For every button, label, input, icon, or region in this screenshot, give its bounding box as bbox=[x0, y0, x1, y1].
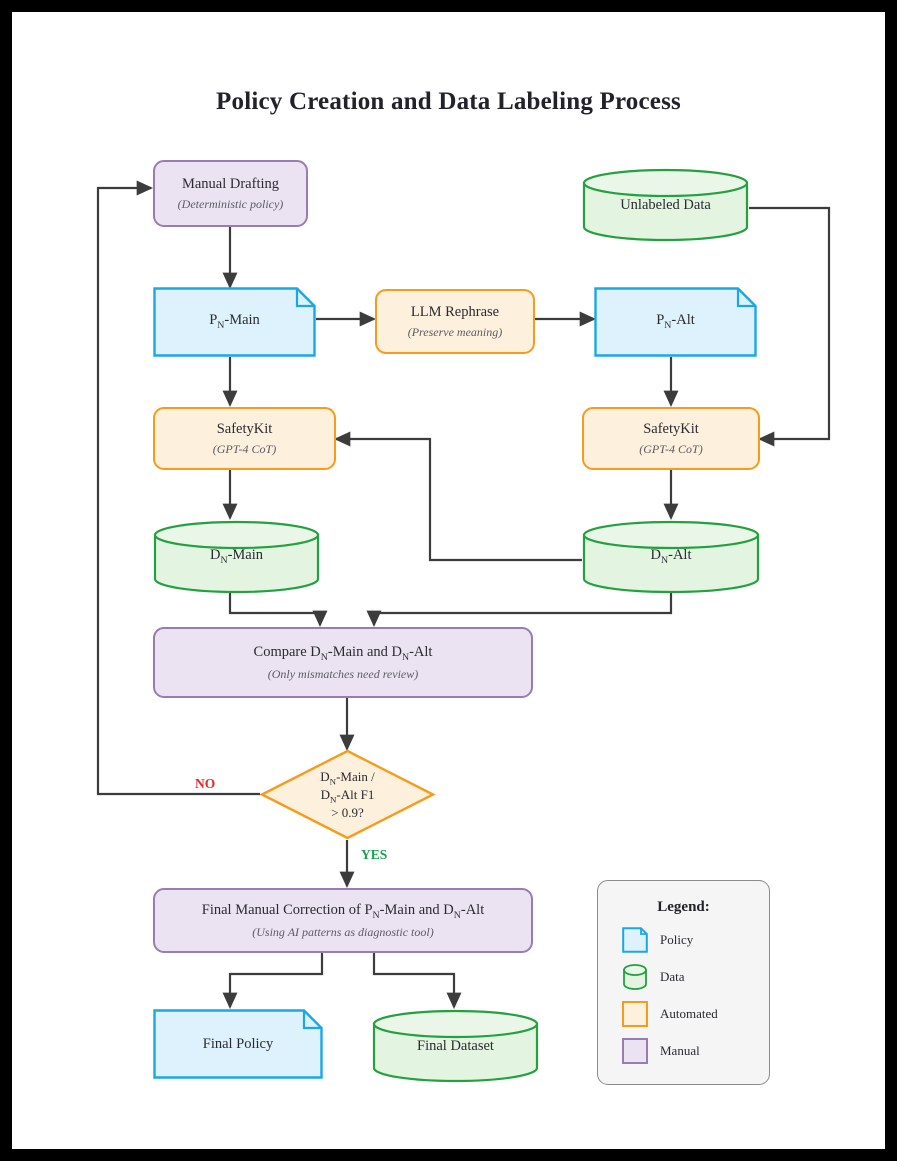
diagram-page: Policy Creation and Data Labeling Proces… bbox=[12, 12, 885, 1149]
edge-decision-no-to-manualdrafting bbox=[96, 180, 260, 796]
legend-item-data: Data bbox=[622, 964, 769, 990]
legend-item-manual: Manual bbox=[622, 1038, 769, 1064]
node-pn-alt[interactable]: PN-Alt bbox=[594, 287, 757, 357]
node-final-dataset[interactable]: Final Dataset bbox=[372, 1009, 539, 1083]
node-dn-alt[interactable]: DN-Alt bbox=[582, 520, 760, 594]
cylinder-icon bbox=[582, 520, 760, 594]
node-safetykit-left-label: SafetyKit bbox=[216, 421, 273, 438]
node-dn-main[interactable]: DN-Main bbox=[153, 520, 320, 594]
node-decision-line1: DN-Main / bbox=[320, 768, 375, 787]
diamond-icon bbox=[260, 749, 435, 840]
node-final-correction-sublabel: (Using AI patterns as diagnostic tool) bbox=[252, 925, 434, 940]
cylinder-icon bbox=[622, 964, 648, 990]
square-icon bbox=[622, 1001, 648, 1027]
node-decision-line2: DN-Alt F1 bbox=[320, 786, 375, 805]
document-icon bbox=[153, 287, 316, 357]
node-unlabeled-data-label: Unlabeled Data bbox=[620, 196, 711, 213]
page-title: Policy Creation and Data Labeling Proces… bbox=[216, 88, 681, 115]
node-llm-rephrase-label: LLM Rephrase bbox=[410, 304, 500, 321]
node-compare[interactable]: Compare DN-Main and DN-Alt (Only mismatc… bbox=[153, 627, 533, 698]
node-final-policy-label: Final Policy bbox=[202, 1035, 274, 1052]
node-pn-alt-label: PN-Alt bbox=[656, 312, 695, 332]
node-pn-main-label: PN-Main bbox=[209, 312, 260, 332]
legend-item-automated: Automated bbox=[622, 1001, 769, 1027]
node-safetykit-left[interactable]: SafetyKit (GPT-4 CoT) bbox=[153, 407, 336, 470]
node-compare-label: Compare DN-Main and DN-Alt bbox=[253, 643, 433, 663]
node-safetykit-right-label: SafetyKit bbox=[643, 421, 699, 438]
document-icon bbox=[622, 927, 648, 953]
edge-label-yes: YES bbox=[361, 847, 388, 862]
node-llm-rephrase[interactable]: LLM Rephrase (Preserve meaning) bbox=[375, 289, 535, 354]
edge-finalcorrection-to-finalpolicy bbox=[222, 953, 324, 1010]
node-final-correction[interactable]: Final Manual Correction of PN-Main and D… bbox=[153, 888, 533, 953]
node-decision-line3: > 0.9? bbox=[331, 804, 364, 820]
legend-item-policy-label: Policy bbox=[660, 932, 694, 947]
node-decision-f1[interactable]: DN-Main / DN-Alt F1 > 0.9? bbox=[260, 749, 435, 840]
node-manual-drafting-label: Manual Drafting bbox=[181, 176, 280, 193]
node-final-dataset-label: Final Dataset bbox=[417, 1037, 494, 1054]
legend-panel: Legend: Policy Data Automated bbox=[597, 880, 770, 1085]
document-icon bbox=[153, 1009, 323, 1079]
node-final-correction-label: Final Manual Correction of PN-Main and D… bbox=[201, 901, 485, 921]
node-unlabeled-data[interactable]: Unlabeled Data bbox=[582, 168, 749, 242]
legend-item-data-label: Data bbox=[660, 969, 685, 984]
edge-unlabeleddata-to-safetykitright bbox=[749, 206, 831, 447]
node-llm-rephrase-sublabel: (Preserve meaning) bbox=[407, 324, 503, 339]
node-final-policy[interactable]: Final Policy bbox=[153, 1009, 323, 1079]
node-pn-main[interactable]: PN-Main bbox=[153, 287, 316, 357]
edge-label-no: NO bbox=[195, 776, 216, 791]
legend-item-manual-label: Manual bbox=[660, 1043, 700, 1058]
legend-item-automated-label: Automated bbox=[660, 1006, 718, 1021]
edge-dnalt-to-safetykitleft bbox=[333, 431, 582, 562]
legend-item-policy: Policy bbox=[622, 927, 769, 953]
legend-title: Legend: bbox=[657, 899, 710, 915]
node-dn-alt-label: DN-Alt bbox=[650, 547, 692, 567]
edge-dnmain-to-compare bbox=[228, 593, 328, 628]
cylinder-icon bbox=[372, 1009, 539, 1083]
document-icon bbox=[594, 287, 757, 357]
node-safetykit-right[interactable]: SafetyKit (GPT-4 CoT) bbox=[582, 407, 760, 470]
node-safetykit-left-sublabel: (GPT-4 CoT) bbox=[212, 441, 277, 456]
cylinder-icon bbox=[153, 520, 320, 594]
node-manual-drafting-sublabel: (Deterministic policy) bbox=[177, 196, 284, 211]
node-compare-sublabel: (Only mismatches need review) bbox=[267, 667, 419, 682]
edge-layer bbox=[96, 180, 831, 1010]
edge-dnalt-to-compare bbox=[366, 593, 673, 628]
node-safetykit-right-sublabel: (GPT-4 CoT) bbox=[639, 441, 703, 456]
node-manual-drafting[interactable]: Manual Drafting (Deterministic policy) bbox=[153, 160, 308, 227]
edge-finalcorrection-to-finaldataset bbox=[372, 953, 462, 1010]
node-dn-main-label: DN-Main bbox=[209, 547, 264, 567]
square-icon bbox=[622, 1038, 648, 1064]
cylinder-icon bbox=[582, 168, 749, 242]
